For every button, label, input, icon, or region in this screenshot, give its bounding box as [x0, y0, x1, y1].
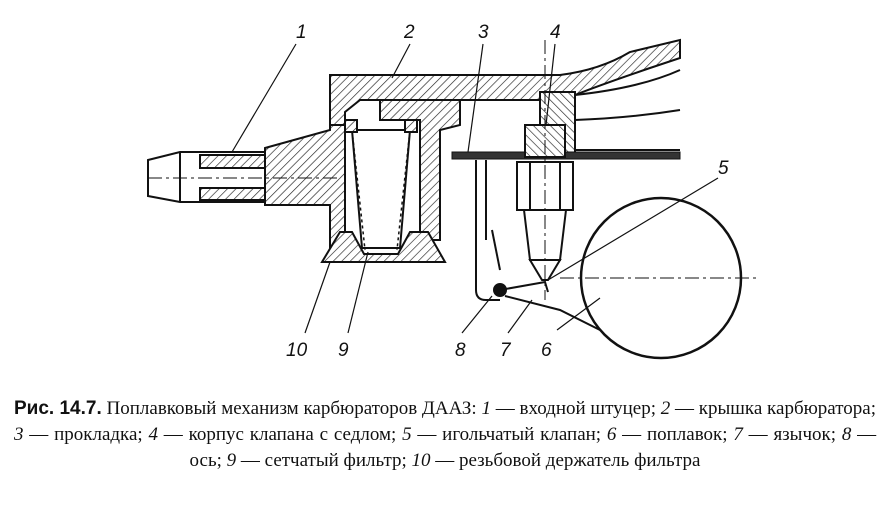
- caption-item-6: 6 — поплавок;: [606, 424, 728, 445]
- part-number-4: 4: [550, 22, 561, 43]
- caption-item-7: 7 — язычок;: [733, 424, 837, 445]
- caption-label: Рис. 14.7.: [14, 398, 102, 419]
- float-mechanism-drawing: 1 2 3 4 5 6 7 8 9 10: [147, 22, 760, 361]
- inlet-fitting: [147, 151, 340, 203]
- valve-body: [516, 40, 574, 300]
- part-number-7: 7: [500, 340, 512, 361]
- float: [560, 196, 760, 360]
- part-number-9: 9: [338, 340, 349, 361]
- caption-item-9: 9 — сетчатый фильтр;: [226, 450, 407, 471]
- air-duct: [574, 69, 681, 151]
- float-lever: [475, 160, 601, 331]
- mesh-filter: [344, 119, 418, 251]
- caption-item-4: 4 — корпус клапана с седлом;: [148, 424, 397, 445]
- part-number-8: 8: [455, 340, 466, 361]
- figure-caption: Рис. 14.7. Поплавковый механизм карбюрат…: [14, 396, 876, 474]
- caption-item-1: 1 — входной штуцер;: [481, 398, 656, 419]
- caption-title: Поплавковый механизм карбюраторов ДААЗ:: [106, 398, 477, 419]
- filter-holder: [320, 231, 447, 263]
- part-number-1: 1: [296, 22, 307, 43]
- part-number-10: 10: [286, 340, 308, 361]
- caption-item-3: 3 — прокладка;: [14, 424, 143, 445]
- caption-item-10: 10 — резьбовой держатель фильтра: [411, 450, 701, 471]
- caption-item-5: 5 — игольчатый клапан;: [402, 424, 602, 445]
- part-number-6: 6: [541, 340, 552, 361]
- part-number-3: 3: [478, 22, 489, 43]
- caption-item-8: 8 — ось;: [189, 424, 877, 471]
- caption-item-2: 2 — крышка карбюратора;: [660, 398, 877, 419]
- leader-lines: [231, 43, 719, 334]
- part-number-5: 5: [718, 158, 729, 179]
- part-number-2: 2: [403, 22, 415, 43]
